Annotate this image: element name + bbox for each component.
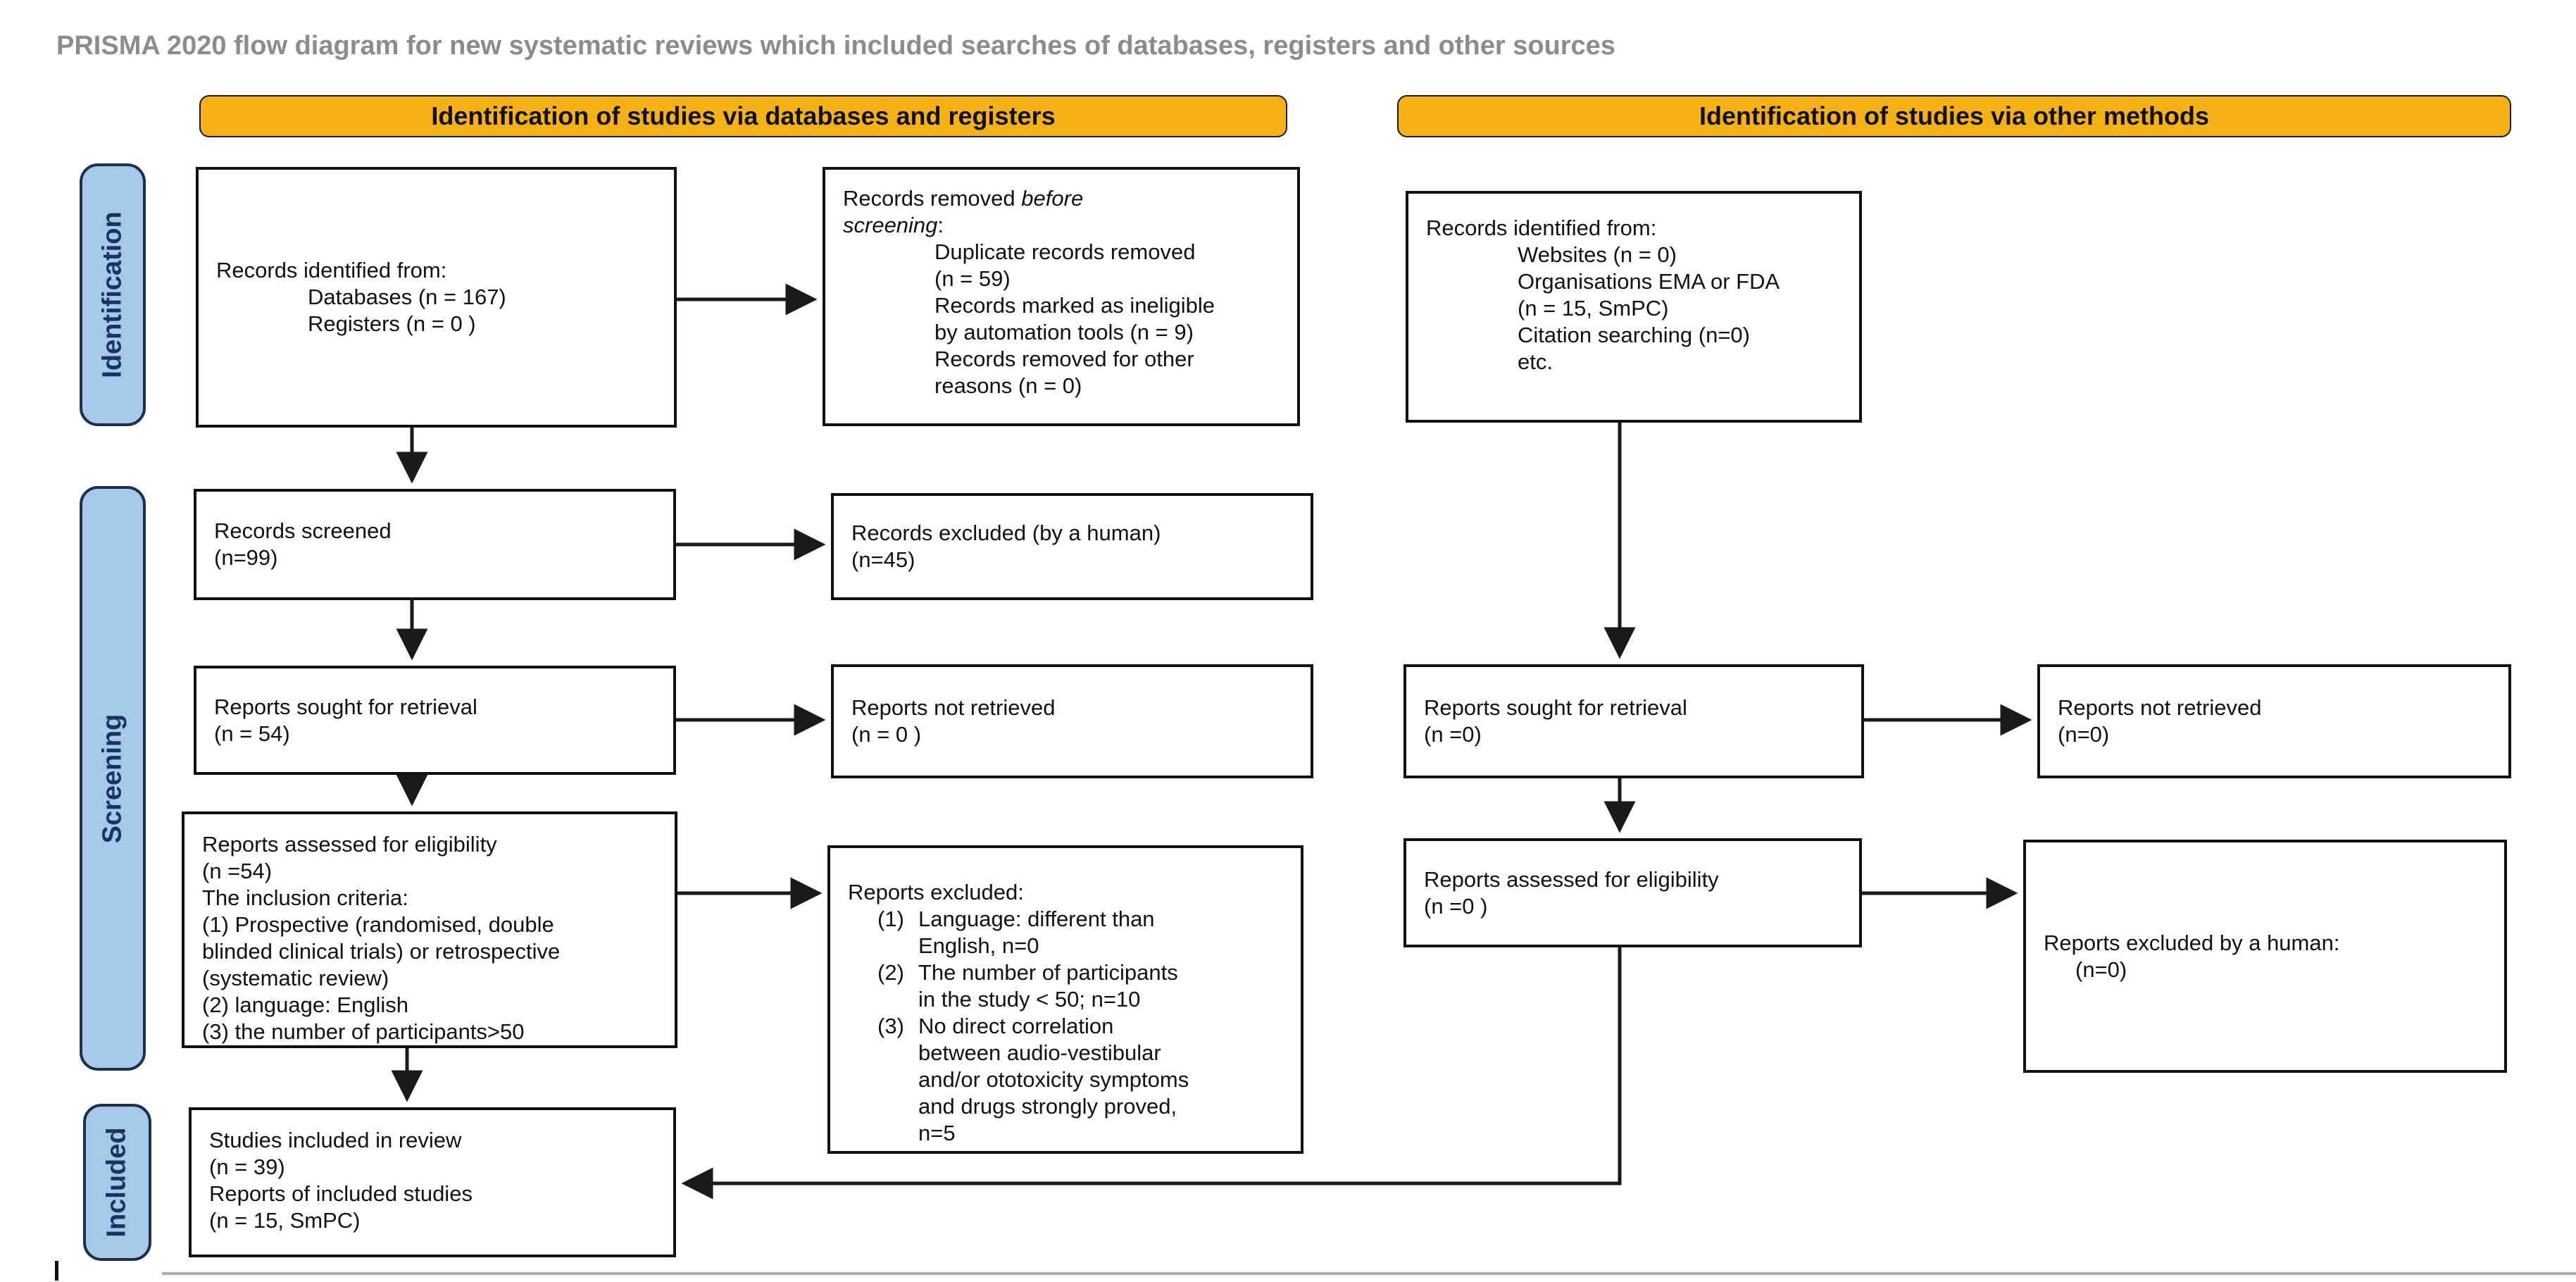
records-excluded-human-text: Records excluded (by a human) (n=45)	[851, 521, 1161, 572]
stage-identification: Identification	[80, 163, 146, 426]
box-reports-not-retrieved-databases: Reports not retrieved (n = 0 )	[831, 664, 1313, 778]
banner-databases-registers-label: Identification of studies via databases …	[431, 101, 1056, 130]
stage-included: Included	[83, 1104, 151, 1261]
box-reports-not-retrieved-other: Reports not retrieved (n=0)	[2037, 664, 2511, 778]
reports-sought-other-text: Reports sought for retrieval (n =0)	[1424, 695, 1687, 747]
stage-screening: Screening	[80, 486, 146, 1071]
records-identified-body: Databases (n = 167) Registers (n = 0 )	[308, 285, 506, 336]
records-screened-text: Records screened (n=99)	[214, 518, 392, 570]
box-records-excluded-human: Records excluded (by a human) (n=45)	[831, 493, 1313, 600]
reports-sought-databases-text: Reports sought for retrieval (n = 54)	[214, 694, 477, 746]
box-records-removed-before-screening: Records removed before screening: Duplic…	[823, 167, 1300, 426]
stage-identification-label: Identification	[97, 211, 127, 378]
text-cursor-artifact	[55, 1261, 58, 1281]
stage-screening-label: Screening	[97, 714, 127, 843]
reports-assessed-databases-text: Reports assessed for eligibility (n =54)…	[202, 832, 561, 1044]
records-removed-body: Duplicate records removed (n = 59) Recor…	[934, 239, 1215, 398]
records-removed-head: Records removed before screening:	[843, 186, 1084, 237]
studies-included-text: Studies included in review (n = 39) Repo…	[209, 1128, 473, 1233]
records-identified-other-body: Websites (n = 0) Organisations EMA or FD…	[1518, 242, 1780, 374]
item-1-marker: (1)	[877, 907, 904, 931]
reports-assessed-other-text: Reports assessed for eligibility (n =0 )	[1424, 866, 1719, 919]
banner-other-methods: Identification of studies via other meth…	[1397, 95, 2511, 137]
reports-excluded-head: Reports excluded:	[848, 880, 1024, 904]
box-records-identified-other: Records identified from: Websites (n = 0…	[1406, 191, 1862, 423]
reports-excluded-human-other-head: Reports excluded by a human:	[2044, 930, 2340, 955]
window-bottom-edge	[162, 1272, 2576, 1275]
reports-not-retrieved-other-text: Reports not retrieved (n=0)	[2058, 695, 2262, 747]
box-studies-included: Studies included in review (n = 39) Repo…	[189, 1107, 676, 1257]
reports-not-retrieved-databases-text: Reports not retrieved (n = 0 )	[851, 695, 1056, 747]
reports-excluded-item-3: (3) No direct correlation between audio-…	[848, 1013, 1291, 1147]
box-reports-assessed-databases: Reports assessed for eligibility (n =54)…	[182, 811, 677, 1048]
box-reports-sought-other: Reports sought for retrieval (n =0)	[1403, 664, 1864, 778]
item-3-marker: (3)	[877, 1014, 904, 1038]
box-reports-sought-databases: Reports sought for retrieval (n = 54)	[194, 666, 676, 775]
reports-excluded-item-1: (1) Language: different than English, n=…	[848, 906, 1291, 959]
item-2-text: The number of participants in the study …	[918, 960, 1178, 1012]
box-records-identified-databases: Records identified from: Databases (n = …	[196, 167, 677, 428]
box-reports-excluded-reasons: Reports excluded: (1) Language: differen…	[827, 845, 1303, 1154]
records-identified-head: Records identified from:	[216, 258, 447, 282]
item-2-marker: (2)	[877, 960, 904, 985]
reports-excluded-item-2: (2) The number of participants in the st…	[848, 959, 1291, 1013]
item-1-text: Language: different than English, n=0	[918, 907, 1155, 958]
records-identified-other-head: Records identified from:	[1426, 216, 1657, 240]
stage-included-label: Included	[102, 1127, 132, 1238]
item-3-text: No direct correlation between audio-vest…	[918, 1014, 1189, 1145]
reports-excluded-human-other-body: (n=0)	[2075, 957, 2127, 982]
banner-other-methods-label: Identification of studies via other meth…	[1699, 101, 2210, 130]
box-reports-assessed-other: Reports assessed for eligibility (n =0 )	[1403, 838, 1862, 947]
page-title: PRISMA 2020 flow diagram for new systema…	[56, 31, 1615, 61]
box-records-screened: Records screened (n=99)	[194, 489, 676, 600]
banner-databases-registers: Identification of studies via databases …	[199, 95, 1287, 137]
box-reports-excluded-human-other: Reports excluded by a human: (n=0)	[2023, 840, 2507, 1073]
